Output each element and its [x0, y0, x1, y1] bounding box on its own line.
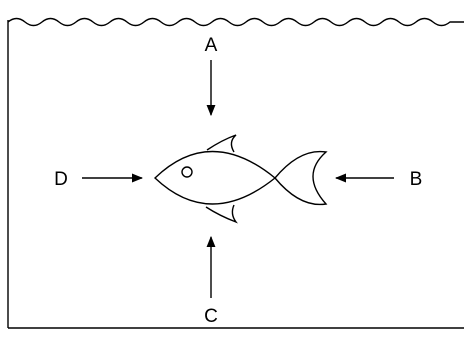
- fish-tail: [274, 150, 328, 206]
- water-surface-line: [7, 17, 464, 27]
- label-b: B: [410, 169, 423, 190]
- fish-body: [153, 150, 277, 205]
- fish-ventral-fin: [205, 204, 238, 224]
- fish-eye: [181, 166, 193, 178]
- label-c: C: [204, 306, 218, 327]
- fish: [153, 134, 328, 224]
- label-a: A: [205, 35, 218, 56]
- label-d: D: [54, 169, 68, 190]
- fish-dorsal-fin: [206, 134, 237, 153]
